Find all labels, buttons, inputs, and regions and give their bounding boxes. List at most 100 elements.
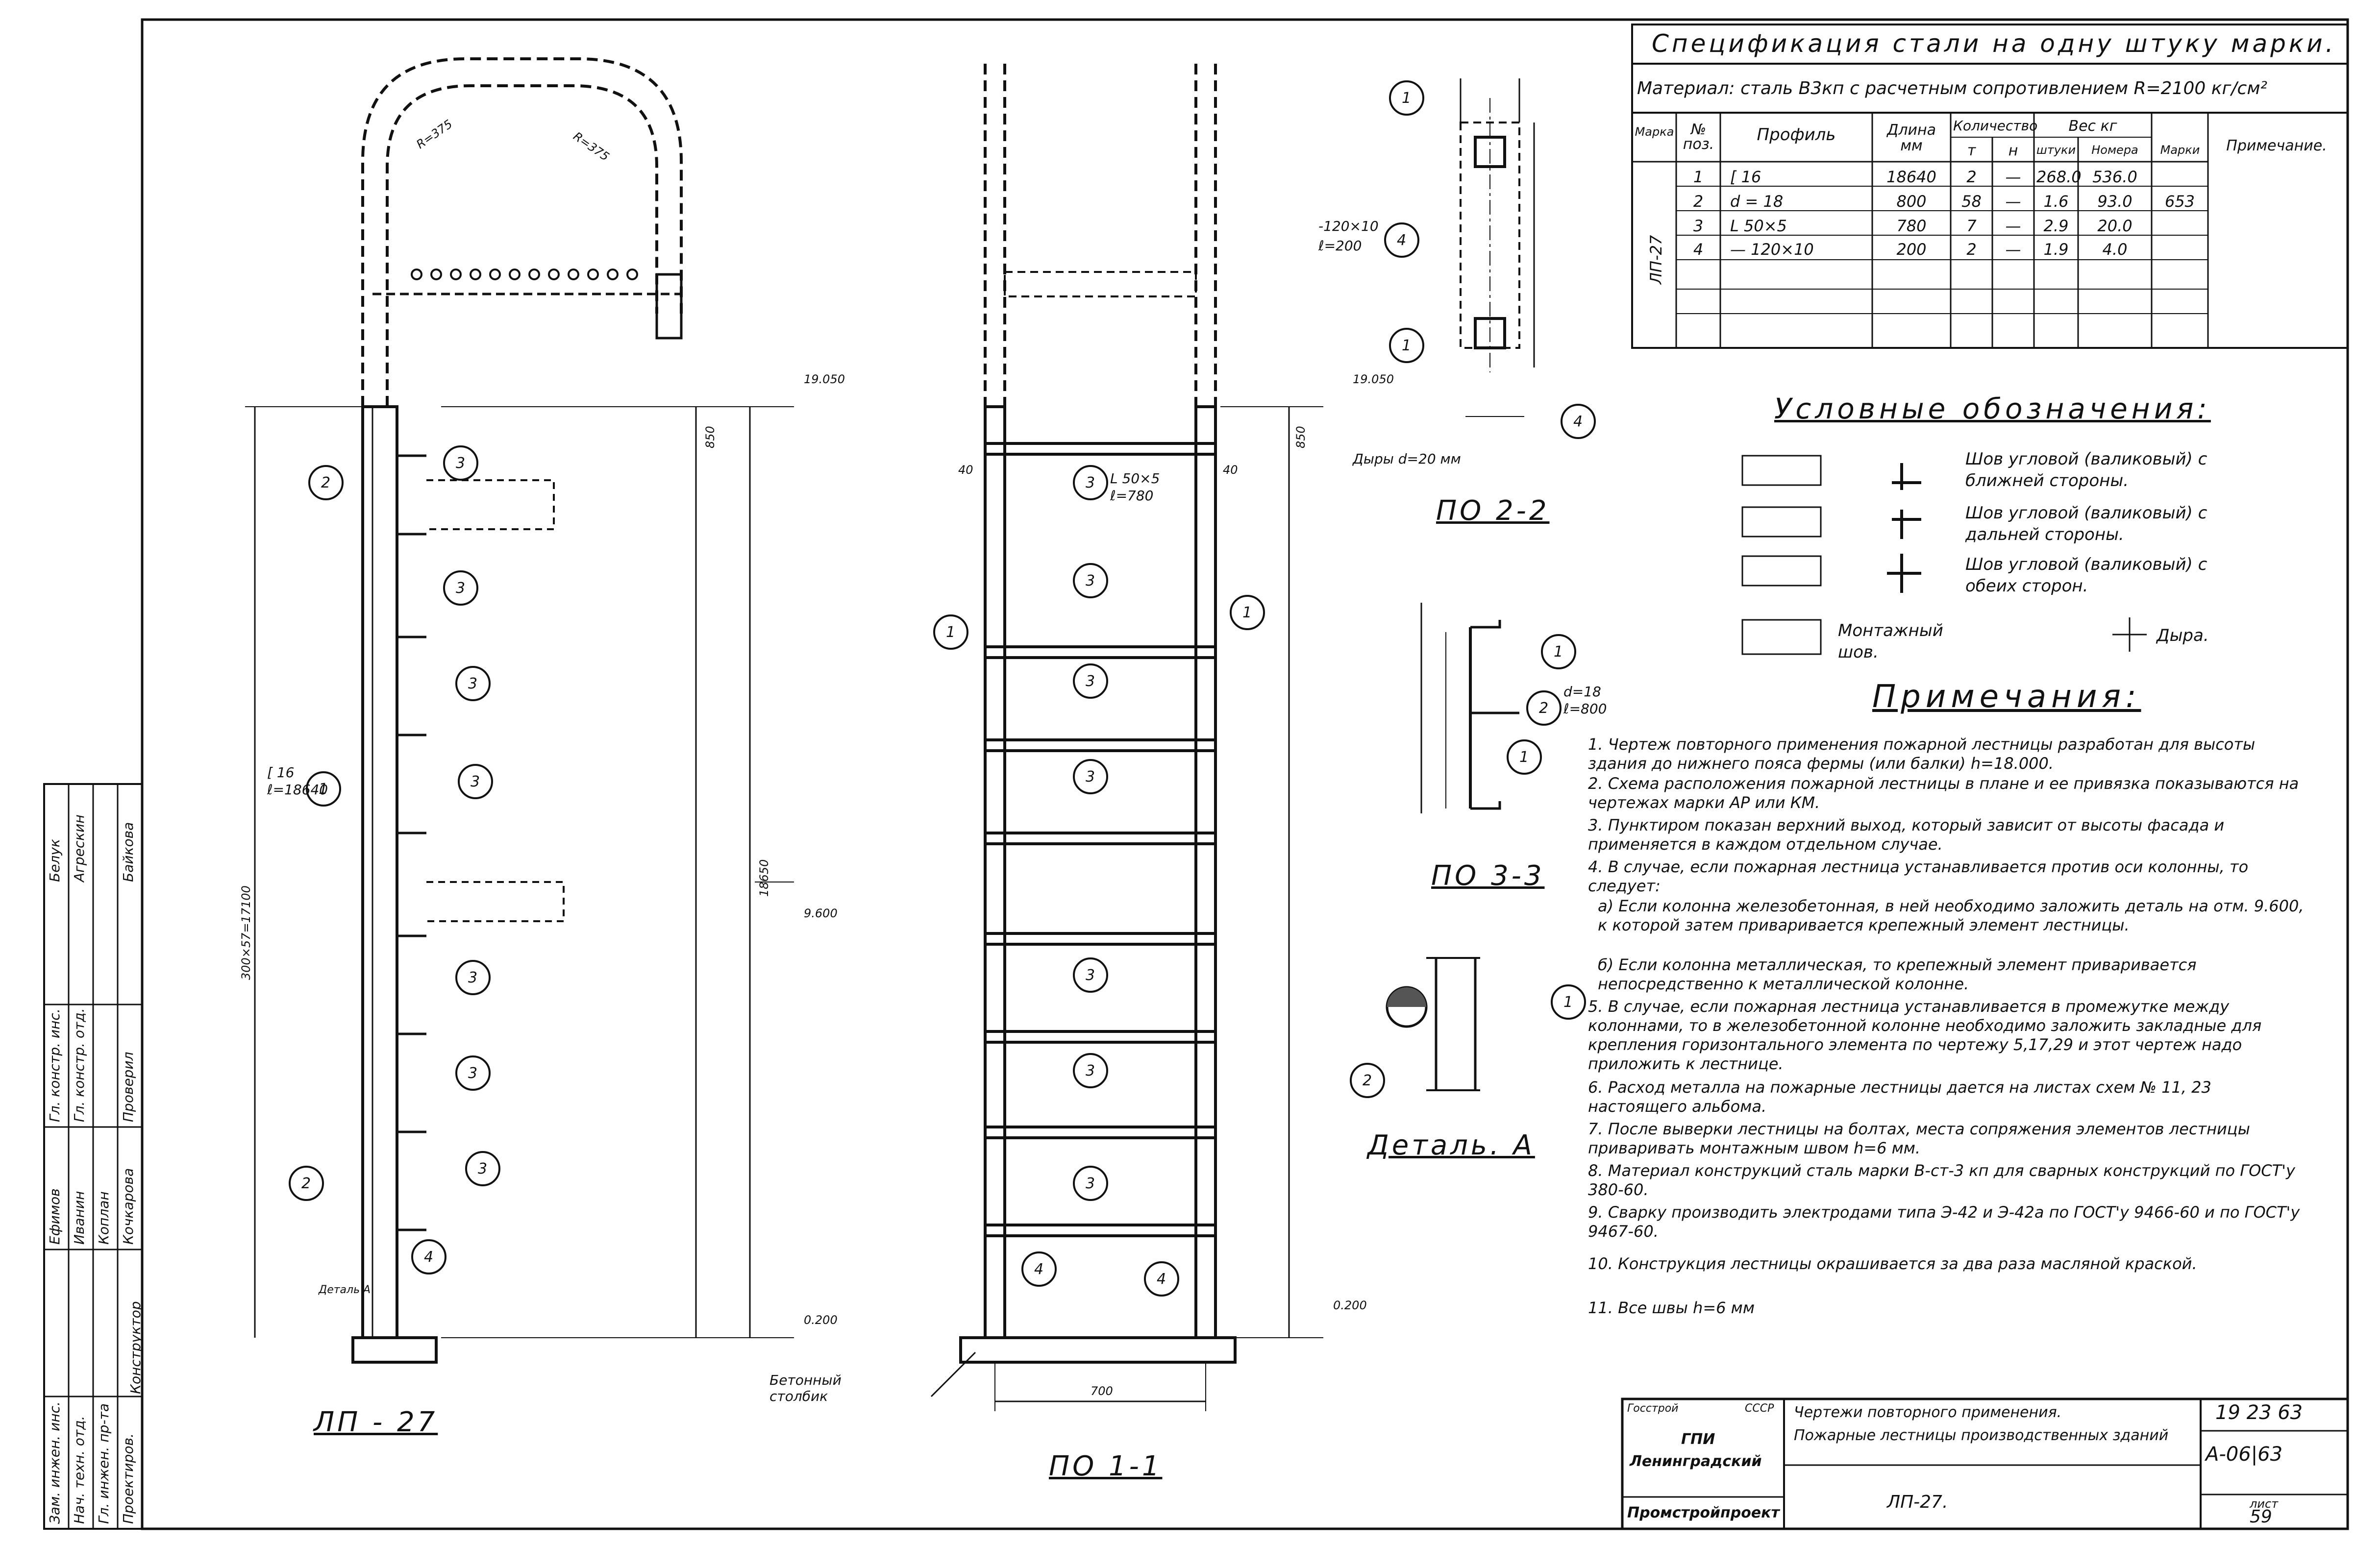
note-item: 5. В случае, если пожарная лестница уста… <box>1588 997 2262 1073</box>
svg-text:1: 1 <box>1402 337 1411 354</box>
callout-4: 4 <box>1144 1261 1179 1297</box>
spec-row-n: — <box>2005 168 2021 186</box>
svg-text:2: 2 <box>301 1175 311 1192</box>
callout-2: 2 <box>308 465 344 500</box>
callout-3: 3 <box>455 666 491 701</box>
elevation-top: 19.050 <box>1353 372 1394 386</box>
svg-text:4: 4 <box>1157 1271 1166 1288</box>
callout-1: 1 <box>306 771 341 807</box>
stamp-role: Зам. инжен. инс. <box>47 1401 63 1524</box>
note-item: 3. Пунктиром показан верхний выход, кото… <box>1588 816 2225 854</box>
spec-header-no: № поз. <box>1683 121 1714 153</box>
spec-row-t: 58 <box>1961 192 1982 211</box>
elevation-top: 19.050 <box>804 372 845 386</box>
spec-row-profile: [ 16 <box>1730 168 1761 186</box>
svg-text:3: 3 <box>1086 967 1095 984</box>
tb-drawing: ЛП-27. <box>1887 1492 1948 1512</box>
spec-table-grid <box>1631 24 2349 349</box>
view-title-po11: ПО 1-1 <box>1049 1450 1163 1482</box>
stamp-role: Конструктор <box>127 1301 144 1395</box>
callout-3: 3 <box>465 1151 500 1186</box>
svg-text:3: 3 <box>1086 474 1095 491</box>
spec-row-n: — <box>2005 192 2021 211</box>
svg-text:4: 4 <box>1034 1261 1043 1278</box>
svg-text:1: 1 <box>1563 994 1573 1011</box>
spec-header-profile: Профиль <box>1757 125 1836 145</box>
svg-text:3: 3 <box>456 580 465 597</box>
po33-section <box>1420 603 1519 813</box>
svg-text:3: 3 <box>1086 673 1095 690</box>
stamp-name2: Агрескин <box>71 814 87 882</box>
callout-3: 3 <box>455 1055 491 1091</box>
spec-row-w-pos: 93.0 <box>2097 192 2133 211</box>
tb-line2: Пожарные лестницы производственных здани… <box>1794 1427 2169 1444</box>
view-title-po22: ПО 2-2 <box>1436 495 1550 527</box>
svg-text:1: 1 <box>1519 749 1529 766</box>
spec-header-qty-t: т <box>1967 142 1976 159</box>
spec-header-length: Длина мм <box>1886 122 1936 154</box>
stamp-name: Кочкарова <box>120 1168 136 1245</box>
tb-sheet-label: лист <box>2250 1497 2279 1511</box>
label-channel: [ 16 <box>267 764 295 781</box>
spec-row-t: 2 <box>1966 240 1977 259</box>
note-item: 6. Расход металла на пожарные лестницы д… <box>1588 1078 2211 1116</box>
svg-text:2: 2 <box>1363 1072 1372 1089</box>
spec-row-profile: L 50×5 <box>1730 217 1787 235</box>
label-plate: -120×10 <box>1318 218 1379 234</box>
svg-text:1: 1 <box>1402 90 1411 107</box>
note-item: 4. В случае, если пожарная лестница уста… <box>1588 858 2249 895</box>
stamp-grid <box>43 783 143 1530</box>
callout-1: 1 <box>1389 80 1424 116</box>
callout-3: 3 <box>1073 465 1108 500</box>
spec-total-weight: 653 <box>2164 192 2195 211</box>
label-rod: d=18 <box>1563 684 1601 700</box>
svg-text:3: 3 <box>1086 572 1095 589</box>
svg-text:4: 4 <box>424 1249 433 1266</box>
label-angle: L 50×5 <box>1110 470 1160 487</box>
label-detail-ref: Деталь А <box>319 1284 371 1296</box>
callout-4: 4 <box>1384 222 1419 258</box>
svg-text:1: 1 <box>319 781 328 798</box>
svg-text:3: 3 <box>468 969 477 986</box>
spec-row-w-pos: 4.0 <box>2102 240 2128 259</box>
svg-text:2: 2 <box>1539 700 1548 717</box>
stamp-role2: Гл. констр. отд. <box>71 1008 87 1122</box>
label-rod-len: ℓ=800 <box>1563 701 1607 717</box>
tb-org: Ленинградский <box>1630 1453 1762 1470</box>
spec-row-n: — <box>2005 240 2021 259</box>
legend-item: Шов угловой (валиковый) с обеих сторон. <box>1965 555 2207 596</box>
callout-3: 3 <box>1073 663 1108 699</box>
svg-text:3: 3 <box>468 675 477 692</box>
callout-3: 3 <box>1073 1053 1108 1088</box>
spec-row-w-pos: 20.0 <box>2097 217 2133 235</box>
callout-4: 4 <box>1561 404 1596 439</box>
lp27-side-view <box>245 57 794 1364</box>
callout-1: 1 <box>1551 984 1586 1020</box>
callout-3: 3 <box>1073 563 1108 598</box>
note-item: 9. Сварку производить электродами типа Э… <box>1588 1203 2300 1241</box>
dim-width: 700 <box>1091 1384 1113 1398</box>
svg-text:3: 3 <box>456 455 465 472</box>
stamp-name: Коплан <box>96 1191 112 1245</box>
svg-text:1: 1 <box>1554 643 1563 661</box>
dim-height: 850 <box>1294 426 1308 448</box>
dim-rung-spacing: 300×57=17100 <box>239 885 253 980</box>
svg-text:4: 4 <box>1573 413 1583 430</box>
callout-2: 2 <box>1526 690 1562 726</box>
spec-row-profile: d = 18 <box>1730 192 1784 211</box>
svg-text:3: 3 <box>471 773 480 790</box>
label-channel-len: ℓ=18640 <box>267 782 328 798</box>
spec-row-no: 2 <box>1693 192 1704 211</box>
tb-sheet-no: 59 <box>2250 1507 2272 1527</box>
dim-total-height: 18650 <box>757 859 771 897</box>
spec-row-no: 3 <box>1693 217 1704 235</box>
stamp-role2: Проверил <box>120 1052 136 1122</box>
stamp-name2: Байкова <box>120 822 136 882</box>
callout-4: 4 <box>1021 1251 1057 1287</box>
note-item: 8. Материал конструкций сталь марки В-ст… <box>1588 1161 2295 1199</box>
spec-header-notes: Примечание. <box>2226 137 2327 154</box>
spec-row-length: 18640 <box>1886 168 1936 186</box>
note-item: 7. После выверки лестницы на болтах, мес… <box>1588 1120 2250 1157</box>
callouts: 1 2 3 3 3 3 3 3 3 2 4 3 1 1 3 3 3 3 3 3 … <box>289 80 1596 1297</box>
dim-gap: 40 <box>1223 463 1238 477</box>
